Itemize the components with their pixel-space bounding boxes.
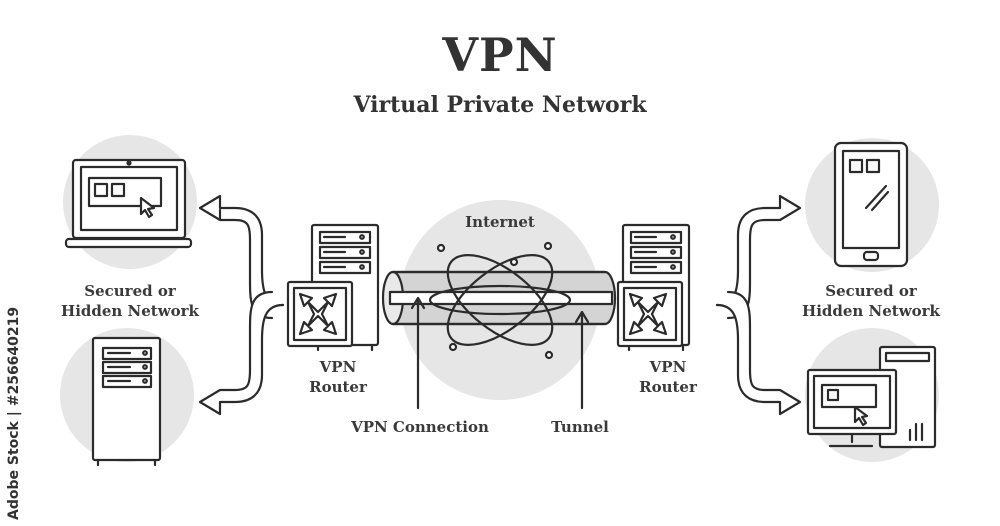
right-network-label-line2: Hidden Network	[802, 302, 940, 320]
right-router-label-line1: VPN	[649, 358, 687, 376]
vpn-connection-label: VPN Connection	[351, 418, 489, 436]
left-branch-arrows	[198, 194, 285, 416]
stock-id-text: Adobe Stock | #256640219	[6, 306, 22, 520]
left-network-label-line1: Secured or	[84, 282, 176, 300]
right-network-label-line1: Secured or	[825, 282, 917, 300]
right-branch-arrows	[715, 194, 802, 416]
tunnel-pointer	[574, 310, 590, 410]
desktop-computer-icon	[806, 345, 937, 449]
right-vpn-router-icon	[616, 223, 691, 352]
internet-label: Internet	[465, 213, 535, 231]
phone-icon	[833, 141, 909, 268]
page-title: VPN	[442, 28, 558, 82]
vpn-connection-pointer	[410, 296, 426, 410]
stock-id-sidebar: Adobe Stock | #256640219	[6, 280, 26, 520]
internet-icon	[428, 241, 572, 360]
page-subtitle: Virtual Private Network	[353, 92, 647, 118]
vpn-tunnel	[381, 270, 617, 326]
right-router-label-line2: Router	[639, 378, 697, 396]
left-network-label-line2: Hidden Network	[61, 302, 199, 320]
tunnel-label: Tunnel	[551, 418, 609, 436]
left-server-tower-icon	[91, 336, 162, 467]
left-vpn-router-icon	[286, 223, 380, 352]
laptop-icon	[64, 158, 193, 249]
left-router-label-line2: Router	[309, 378, 367, 396]
left-router-label-line1: VPN	[319, 358, 357, 376]
